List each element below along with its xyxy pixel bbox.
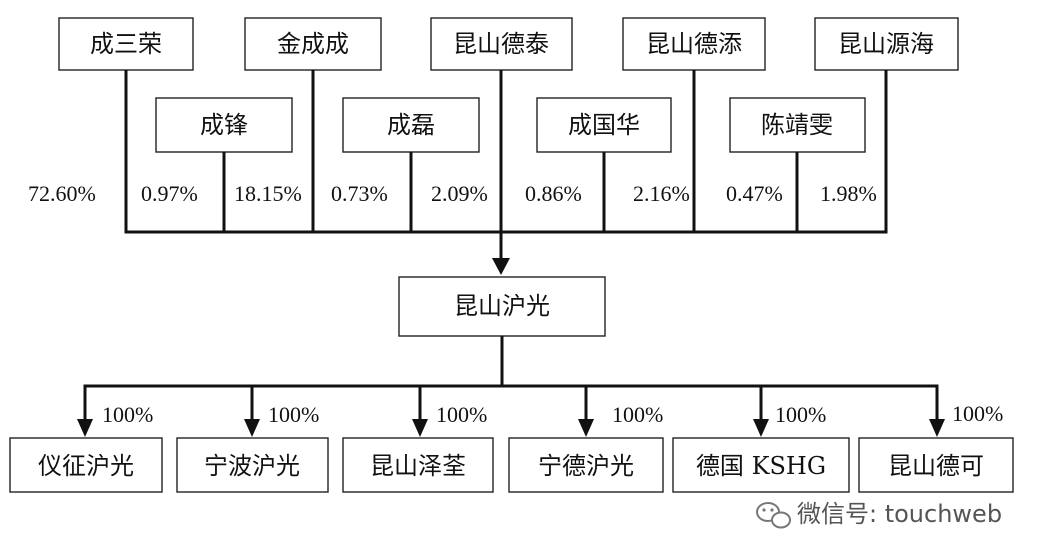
node-label: 昆山源海 xyxy=(838,30,934,58)
percentage-label: 0.47% xyxy=(726,181,783,206)
center-company-node: 昆山沪光 xyxy=(398,276,606,337)
shareholder-node-jin-chengcheng: 金成成 xyxy=(244,17,382,71)
subsidiary-percentage: 100% xyxy=(612,402,663,427)
node-label: 成锋 xyxy=(200,111,248,139)
node-label: 金成成 xyxy=(277,30,349,58)
node-label: 宁德沪光 xyxy=(538,452,634,480)
subsidiary-node-ningde-huguang: 宁德沪光 xyxy=(508,437,664,493)
percentage-label: 72.60% xyxy=(28,181,96,206)
node-label: 成三荣 xyxy=(90,30,162,58)
shareholder-node-cheng-feng: 成锋 xyxy=(155,97,293,153)
subsidiary-connectors xyxy=(77,336,945,437)
watermark-text: 微信号: touchweb xyxy=(797,500,1002,528)
subsidiary-percentage: 100% xyxy=(102,402,153,427)
shareholder-node-cheng-sanrong: 成三荣 xyxy=(58,17,194,71)
node-label: 成国华 xyxy=(568,111,640,139)
subsidiary-node-germany-kshg: 德国 KSHG xyxy=(672,437,850,493)
subsidiary-node-yizheng-huguang: 仪征沪光 xyxy=(9,437,163,493)
percentage-label: 2.16% xyxy=(633,181,690,206)
shareholder-node-kunshan-yuanhai: 昆山源海 xyxy=(814,17,959,71)
node-label: 陈靖雯 xyxy=(761,111,833,139)
subsidiary-percentage: 100% xyxy=(436,402,487,427)
node-label: 成磊 xyxy=(387,111,435,139)
percentage-label: 0.97% xyxy=(141,181,198,206)
shareholder-node-cheng-lei: 成磊 xyxy=(342,97,480,153)
percentage-label: 18.15% xyxy=(234,181,302,206)
subsidiary-percentage: 100% xyxy=(952,401,1003,426)
shareholder-node-kunshan-detian: 昆山德添 xyxy=(622,17,766,71)
subsidiary-node-ningbo-huguang: 宁波沪光 xyxy=(176,437,329,493)
shareholder-connectors xyxy=(124,70,888,234)
shareholder-node-chen-jingwen: 陈靖雯 xyxy=(729,97,866,153)
percentage-label: 2.09% xyxy=(431,181,488,206)
node-label: 昆山德可 xyxy=(888,452,984,480)
percentage-label: 1.98% xyxy=(820,181,877,206)
subsidiary-node-kunshan-deke: 昆山德可 xyxy=(858,437,1014,493)
subsidiary-percentage: 100% xyxy=(268,402,319,427)
subsidiary-percentages: 100% 100% 100% 100% 100% 100% xyxy=(102,401,1003,427)
ownership-percentages: 72.60% 0.97% 18.15% 0.73% 2.09% 0.86% 2.… xyxy=(28,181,877,206)
node-label: 昆山德泰 xyxy=(453,30,549,58)
node-label: 宁波沪光 xyxy=(204,452,300,480)
watermark: 微信号: touchweb xyxy=(756,500,1002,529)
subsidiary-percentage: 100% xyxy=(775,402,826,427)
node-label: 德国 KSHG xyxy=(696,452,826,480)
wechat-icon xyxy=(756,502,791,529)
node-label: 仪征沪光 xyxy=(38,452,134,480)
percentage-label: 0.86% xyxy=(525,181,582,206)
shareholder-node-kunshan-detai: 昆山德泰 xyxy=(430,17,573,71)
node-label: 昆山泽荃 xyxy=(370,452,466,480)
shareholder-node-cheng-guohua: 成国华 xyxy=(536,97,672,153)
arrow-to-center-company xyxy=(492,232,510,275)
node-label: 昆山德添 xyxy=(646,30,742,58)
percentage-label: 0.73% xyxy=(331,181,388,206)
subsidiary-node-kunshan-zequan: 昆山泽荃 xyxy=(342,437,494,493)
center-company-label: 昆山沪光 xyxy=(454,292,550,320)
